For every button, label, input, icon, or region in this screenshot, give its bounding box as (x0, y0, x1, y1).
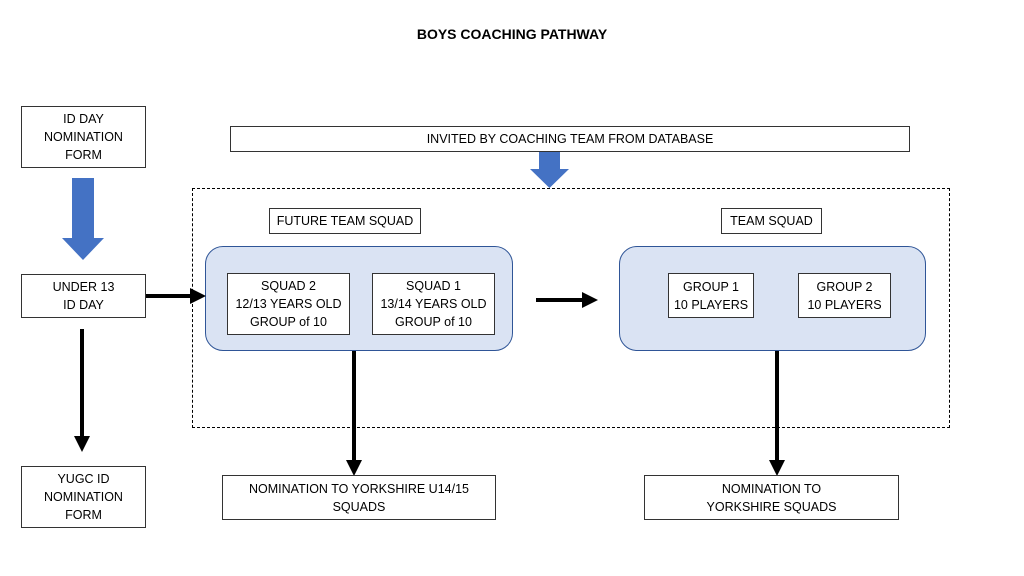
yugc-nomination-form-box: YUGC ID NOMINATION FORM (21, 466, 146, 528)
under13-id-day-box: UNDER 13 ID DAY (21, 274, 146, 318)
nomination-yorkshire-u1415-box: NOMINATION TO YORKSHIRE U14/15 SQUADS (222, 475, 496, 520)
group1-box: GROUP 1 10 PLAYERS (668, 273, 754, 318)
block-arrow-down-invited (530, 152, 569, 188)
group2-box: GROUP 2 10 PLAYERS (798, 273, 891, 318)
squad2-box: SQUAD 2 12/13 YEARS OLD GROUP of 10 (227, 273, 350, 335)
block-arrow-down-left (62, 178, 104, 260)
nomination-yorkshire-squads-box: NOMINATION TO YORKSHIRE SQUADS (644, 475, 899, 520)
squad1-box: SQUAD 1 13/14 YEARS OLD GROUP of 10 (372, 273, 495, 335)
diagram-title: BOYS COACHING PATHWAY (416, 26, 608, 42)
future-team-squad-label: FUTURE TEAM SQUAD (269, 208, 421, 234)
id-day-nomination-form-box: ID DAY NOMINATION FORM (21, 106, 146, 168)
dashed-boundary (192, 188, 950, 428)
team-squad-label: TEAM SQUAD (721, 208, 822, 234)
invited-by-coaching-team-box: INVITED BY COACHING TEAM FROM DATABASE (230, 126, 910, 152)
